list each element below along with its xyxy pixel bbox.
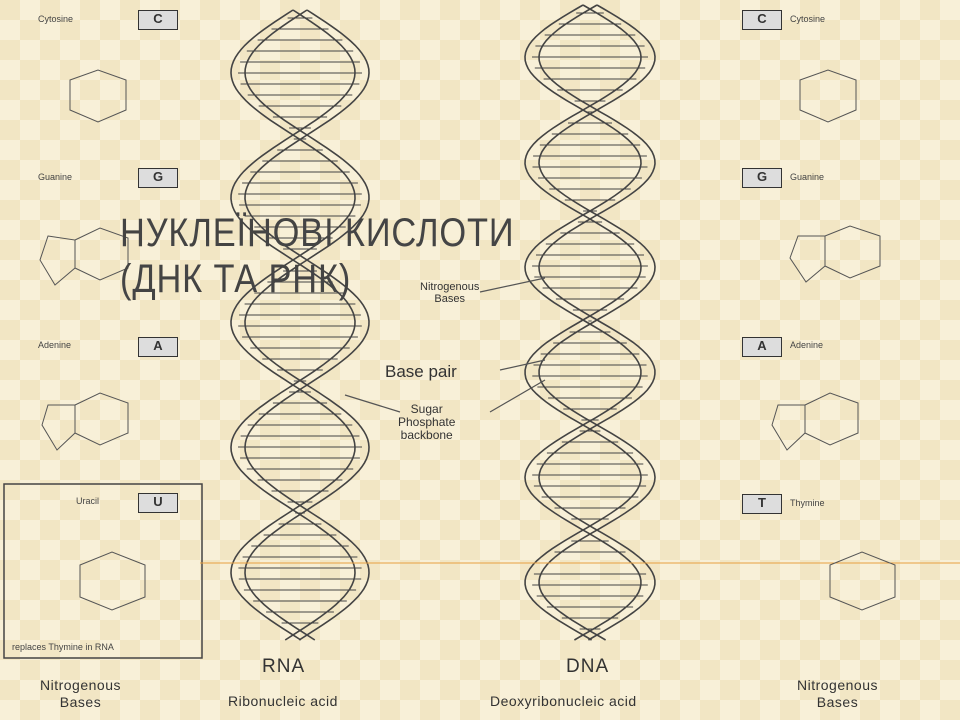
footer-right-line-1: Nitrogenous [797, 677, 878, 693]
label-bases: Bases [434, 293, 465, 305]
dna-short-label: DNA [566, 656, 610, 677]
footer-left-line-2: Bases [59, 694, 102, 710]
dna-helix-strand-1 [524, 4, 642, 641]
uracil-frame [3, 483, 203, 659]
left-base-name-uracil: Uracil [76, 496, 100, 506]
right-base-name-cytosine: Cytosine [790, 14, 826, 24]
dna-helix-strand-0 [524, 4, 642, 641]
left-base-letter-g: G [138, 168, 178, 188]
right-base-letter-c: C [742, 10, 782, 30]
left-base-letter-u: U [138, 493, 178, 513]
right-base-letter-t: T [742, 494, 782, 514]
pointer-nitrogenous [479, 277, 546, 293]
label-nitrogenous-bases: Nitrogenous Bases [420, 281, 479, 305]
rna-long-label: Ribonucleic acid [228, 693, 338, 709]
molecule-rings [39, 69, 896, 611]
left-base-name-guanine: Guanine [38, 172, 73, 182]
rna-helix [230, 9, 370, 641]
label-sugar: Sugar [410, 402, 443, 416]
footer-left-nitrogenous-bases: Nitrogenous Bases [40, 677, 121, 711]
slide-title: НУКЛЕЇНОВІ КИСЛОТИ (ДНК ТА РНК) [120, 210, 533, 302]
right-base-letter-g: G [742, 168, 782, 188]
left-base-letter-c: C [138, 10, 178, 30]
right-base-name-guanine: Guanine [790, 172, 825, 182]
dna-helix [524, 4, 656, 641]
footer-right-line-2: Bases [816, 694, 859, 710]
left-base-letter-a: A [138, 337, 178, 357]
pointer-base-pair [499, 359, 546, 371]
right-base-letter-a: A [742, 337, 782, 357]
left-base-name-adenine: Adenine [38, 340, 72, 350]
label-backbone: backbone [400, 428, 453, 442]
rna-helix-strand-1 [230, 9, 356, 641]
rna-helix-strand-0 [244, 9, 370, 641]
dna-long-label: Deoxyribonucleic acid [490, 693, 637, 709]
label-phosphate: Phosphate [398, 415, 456, 429]
label-nitrogenous: Nitrogenous [420, 281, 480, 293]
title-line-1: НУКЛЕЇНОВІ КИСЛОТИ [120, 211, 515, 255]
dna-helix-strand-1 [538, 4, 656, 641]
pointer-sugar-dna [489, 379, 546, 413]
footer-right-nitrogenous-bases: Nitrogenous Bases [797, 677, 878, 711]
label-sugar-phosphate-backbone: Sugar Phosphate backbone [398, 403, 455, 442]
title-line-2: (ДНК ТА РНК) [120, 257, 352, 301]
rna-short-label: RNA [262, 656, 306, 677]
footer-left-line-1: Nitrogenous [40, 677, 121, 693]
right-base-name-adenine: Adenine [790, 340, 824, 350]
label-base-pair: Base pair [385, 362, 457, 381]
pointer-sugar-rna [344, 394, 401, 413]
right-base-name-thymine: Thymine [790, 498, 825, 508]
uracil-note: replaces Thymine in RNA [12, 642, 114, 652]
left-base-name-cytosine: Cytosine [38, 14, 74, 24]
